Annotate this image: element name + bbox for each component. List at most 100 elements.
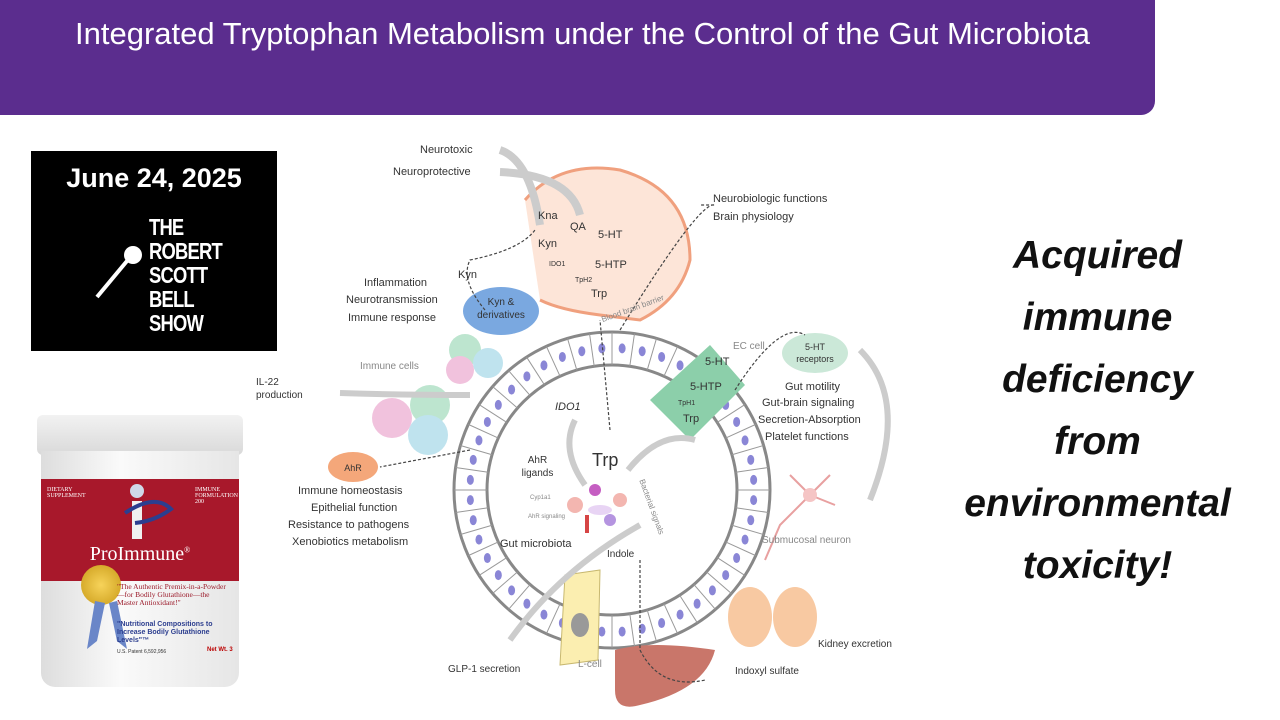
cell-wall [716, 404, 746, 423]
label-immune-cells: Immune cells [360, 361, 419, 372]
neurotoxic-arrow [498, 146, 544, 226]
cell-wall [663, 346, 679, 377]
cell-wall [731, 445, 764, 456]
label-ahr: AhR [344, 463, 362, 473]
kidney-shape [773, 587, 817, 647]
ribbon-icon [87, 601, 127, 649]
microphone-icon [95, 246, 142, 299]
cell-nucleus [722, 570, 730, 581]
liver-shape [615, 645, 715, 707]
cell-nucleus [747, 515, 755, 526]
cell-nucleus [676, 360, 684, 371]
cell-wall [492, 386, 518, 409]
cell-nucleus [466, 474, 474, 485]
label-neurotransmission: Neurotransmission [346, 294, 438, 306]
label-cyp1a1: Cyp1a1 [530, 495, 551, 501]
cell-wall [508, 584, 531, 610]
label-ido1-gut: IDO1 [555, 401, 581, 413]
cell-nucleus [469, 515, 477, 526]
cell-wall [545, 346, 561, 377]
cell-nucleus [540, 609, 548, 620]
slide-title: Integrated Tryptophan Metabolism under t… [75, 16, 1090, 51]
cell-nucleus [523, 371, 531, 382]
label-neuroprotective: Neuroprotective [393, 166, 471, 178]
tryptophan-diagram [328, 146, 891, 707]
label-qa: QA [570, 221, 586, 233]
cell-nucleus [466, 495, 474, 506]
label-tph2-brain: TpH2 [575, 277, 593, 284]
cell-nucleus [494, 570, 502, 581]
product-image: DIETARY SUPPLEMENT IMMUNE FORMULATION 20… [35, 415, 245, 690]
cell-wall [468, 541, 499, 557]
cell-wall [735, 507, 769, 513]
cell-nucleus [540, 360, 548, 371]
cell-wall [629, 613, 635, 647]
slide-message: Acquired immune deficiency from environm… [930, 225, 1265, 597]
cell-nucleus [508, 585, 516, 596]
cell-wall [526, 356, 545, 386]
receptor-arrow [857, 347, 891, 502]
neuroprotective-arrow [499, 168, 584, 217]
cell-wall [679, 594, 698, 624]
cell-nucleus [508, 384, 516, 395]
cell-nucleus [708, 585, 716, 596]
cell-wall [663, 603, 679, 634]
cell-wall [646, 338, 657, 371]
immune-cell [408, 415, 448, 455]
label-l-cell: L-cell [578, 659, 602, 670]
jar-lid [37, 415, 243, 455]
show-name-line: THE [149, 214, 184, 240]
product-net-weight: Net Wt. 3 [207, 647, 233, 653]
brand-logo-icon [123, 484, 175, 539]
label-neurotoxic: Neurotoxic [420, 144, 473, 156]
label-xenobiotics: Xenobiotics metabolism [292, 536, 409, 548]
label-ahr-signaling: AhR signaling [528, 514, 566, 520]
label-immune-homeostasis: Immune homeostasis [298, 485, 403, 497]
cell-wall [508, 370, 531, 396]
show-name-line: SCOTT [149, 262, 208, 288]
product-patent: U.S. Patent 6,592,956 [117, 649, 167, 655]
product-left-label: DIETARY SUPPLEMENT [47, 487, 86, 499]
cell-wall [725, 423, 756, 439]
cell-nucleus [750, 474, 758, 485]
cell-wall [455, 467, 489, 473]
label-brain-physiology: Brain physiology [713, 211, 794, 223]
cell-nucleus [578, 346, 586, 357]
show-name: THE ROBERT SCOTT BELL SHOW [149, 214, 223, 335]
cell-wall [589, 333, 595, 367]
cell-nucleus [475, 435, 483, 446]
cell-nucleus [676, 609, 684, 620]
label-gut-motility: Gut motility [785, 381, 841, 393]
label-submucosal-neuron: Submucosal neuron [762, 535, 851, 546]
cell-nucleus [741, 534, 749, 545]
neuron-body [803, 488, 817, 502]
microbiota-cluster [567, 484, 627, 533]
label-platelet-functions: Platelet functions [765, 431, 849, 443]
cell-wall [492, 571, 518, 594]
cell-wall [567, 338, 578, 371]
label-trp-brain: Trp [591, 288, 608, 300]
glp1-arrow [507, 522, 642, 642]
cell-wall [478, 557, 508, 576]
label-ec-cell: EC cell [733, 341, 765, 352]
label-5ht-ec: 5-HT [705, 356, 730, 368]
label-epithelial-function: Epithelial function [311, 502, 398, 514]
label-ido1-brain: IDO1 [549, 261, 566, 268]
l-cell-nucleus [571, 613, 589, 637]
message-line: immune [1022, 296, 1173, 339]
cell-nucleus [750, 495, 758, 506]
cell-nucleus [494, 399, 502, 410]
label-5htp-ec: 5-HTP [690, 381, 722, 393]
seal-icon [81, 565, 121, 605]
label-indoxyl-sulfate: Indoxyl sulfate [735, 666, 799, 677]
cell-nucleus [747, 454, 755, 465]
cell-wall [646, 609, 657, 642]
cell-nucleus [523, 598, 531, 609]
cell-nucleus [618, 343, 626, 354]
message-line: environmental [964, 482, 1231, 525]
cell-wall [731, 524, 764, 535]
cell-wall [725, 541, 756, 557]
il22-arrow [339, 390, 471, 398]
cell-nucleus [558, 351, 566, 362]
cell-wall [735, 467, 769, 473]
